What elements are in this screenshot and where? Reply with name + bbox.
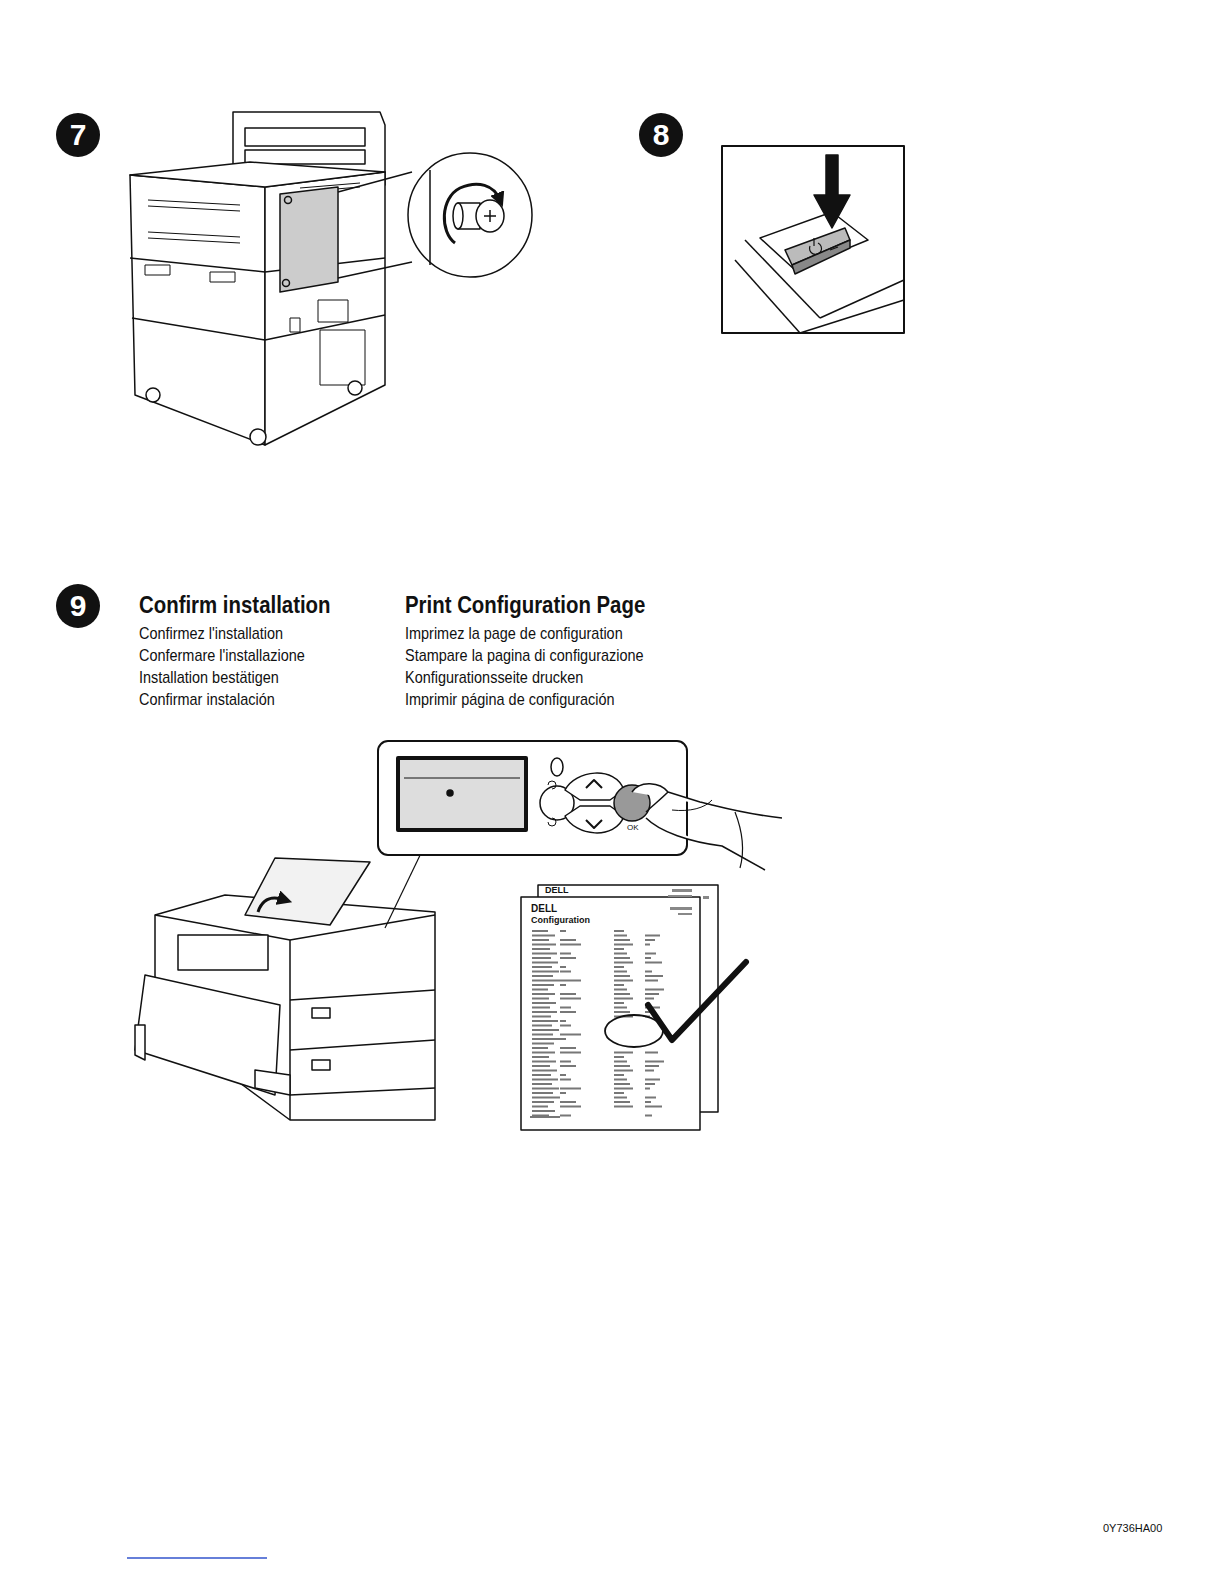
translation: Imprimez la page de configuration [405,625,623,644]
translation: Confirmar instalación [139,691,275,710]
translation: Stampare la pagina di configurazione [405,647,644,666]
step-number-text: 7 [70,120,87,150]
translation: Confermare l'installazione [139,647,305,666]
step-number: 9 [56,584,100,628]
part-number: 0Y736HA00 [1103,1522,1162,1534]
heading: Confirm installation [139,592,331,618]
logo-text: DELL [545,886,569,896]
button-label: OK [627,824,639,833]
translation: Confirmez l'installation [139,625,283,644]
translation: Konfigurationsseite drucken [405,669,583,688]
step-number: 7 [56,113,100,157]
step-number: 8 [639,113,683,157]
logo-text: DELL [531,903,557,914]
translation: Installation bestätigen [139,669,279,688]
page-title: Configuration [531,916,590,926]
step-number-text: 9 [70,591,87,621]
step-number-text: 8 [653,120,670,150]
heading: Print Configuration Page [405,592,645,618]
translation: Imprimir página de configuración [405,691,615,710]
